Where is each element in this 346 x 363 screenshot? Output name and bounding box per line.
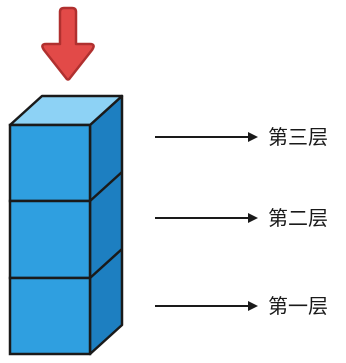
cube-stack: [8, 94, 124, 356]
cube-layer-3-front: [8, 123, 92, 203]
down-arrow-icon: [41, 6, 95, 81]
layer-3-label: 第三层: [268, 125, 328, 149]
cube-side-divider-lower: [89, 248, 123, 279]
layer-1-pointer-arrow: [155, 301, 258, 311]
layer-2-label: 第二层: [268, 206, 328, 230]
cube-layer-2-front: [8, 199, 92, 280]
layer-3-pointer-arrow: [155, 132, 258, 142]
layer-1-label: 第一层: [268, 294, 328, 318]
cube-side-divider-upper: [89, 171, 123, 202]
layer-2-pointer-arrow: [155, 213, 258, 223]
cube-side-face: [88, 94, 124, 356]
cube-layer-1-front: [8, 276, 92, 356]
label-arrows: [155, 132, 258, 311]
